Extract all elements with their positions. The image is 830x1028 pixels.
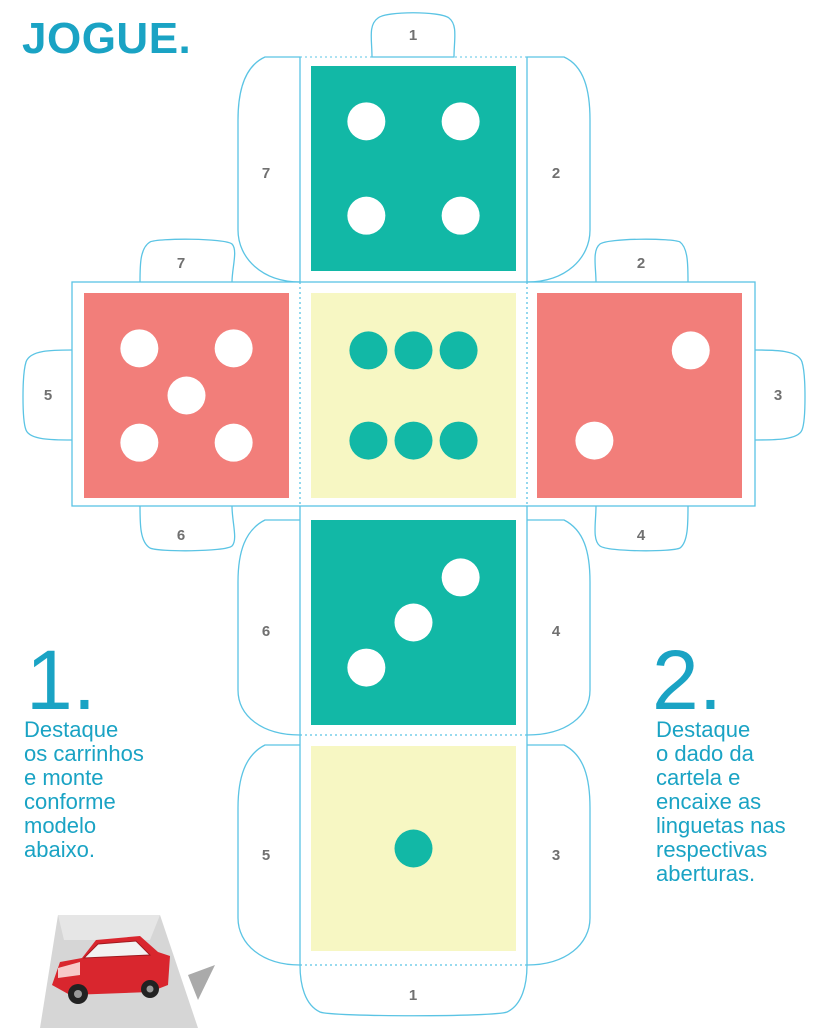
label-left-bottom: 6 bbox=[177, 527, 185, 544]
pip bbox=[347, 102, 386, 141]
pip bbox=[214, 329, 253, 368]
car-stand-fold bbox=[188, 965, 215, 1000]
pip bbox=[439, 421, 478, 460]
tab-left-side bbox=[22, 349, 73, 441]
label-tab-top: 1 bbox=[409, 27, 417, 44]
pip bbox=[575, 421, 614, 460]
pip bbox=[120, 423, 159, 462]
label-face3-right: 4 bbox=[552, 623, 561, 640]
label-left-side: 5 bbox=[44, 387, 52, 404]
tab-right-side bbox=[754, 349, 806, 441]
step-2-line: aberturas. bbox=[656, 861, 756, 886]
step-1-number: 1. bbox=[26, 633, 97, 727]
pip bbox=[214, 423, 253, 462]
tab-right-top bbox=[594, 238, 689, 283]
pip bbox=[394, 829, 433, 868]
flap-face4-left bbox=[237, 744, 301, 966]
flap-face4-right bbox=[526, 744, 591, 966]
page-title: JOGUE. bbox=[22, 14, 192, 63]
pip bbox=[347, 196, 386, 235]
pip bbox=[671, 331, 710, 370]
flap-face1-left bbox=[237, 56, 301, 283]
tab-left-bottom bbox=[139, 505, 236, 552]
pip bbox=[349, 331, 388, 370]
flap-face3-left bbox=[237, 519, 301, 736]
step-1-line: modelo bbox=[24, 813, 97, 838]
label-face3-left: 6 bbox=[262, 623, 270, 640]
step-2-line: encaixe as bbox=[656, 789, 762, 814]
face-center bbox=[311, 293, 516, 498]
pip bbox=[439, 331, 478, 370]
step-2-line: respectivas bbox=[656, 837, 768, 862]
label-right-top: 2 bbox=[637, 255, 645, 272]
tab-bottom bbox=[299, 964, 528, 1017]
pip bbox=[394, 603, 433, 642]
label-tab-bottom: 1 bbox=[409, 987, 417, 1004]
tab-top bbox=[370, 12, 456, 58]
step-2-line: Destaque bbox=[656, 717, 751, 742]
car-model-illustration bbox=[40, 915, 215, 1028]
label-left-top: 7 bbox=[177, 255, 185, 272]
pip bbox=[349, 421, 388, 460]
step-1-line: Destaque bbox=[24, 717, 119, 742]
pip bbox=[441, 558, 480, 597]
pip bbox=[441, 102, 480, 141]
label-face1-right: 2 bbox=[552, 165, 560, 182]
face-top bbox=[311, 66, 516, 271]
label-right-bottom: 4 bbox=[637, 527, 646, 544]
pip bbox=[120, 329, 159, 368]
step-1-instructions: Destaque os carrinhos e monte conforme m… bbox=[24, 718, 194, 862]
pip bbox=[394, 421, 433, 460]
car-icon bbox=[52, 936, 170, 1004]
step-2-line: cartela e bbox=[656, 765, 741, 790]
step-1-line: abaixo. bbox=[24, 837, 95, 862]
face-right bbox=[537, 293, 742, 498]
step-2-line: o dado da bbox=[656, 741, 754, 766]
step-1-line: e monte bbox=[24, 765, 104, 790]
pip bbox=[441, 196, 480, 235]
flap-face1-right bbox=[526, 56, 591, 283]
pip bbox=[394, 331, 433, 370]
label-face4-left: 5 bbox=[262, 847, 270, 864]
step-2-line: linguetas nas bbox=[656, 813, 786, 838]
step-1-line: conforme bbox=[24, 789, 116, 814]
pip bbox=[347, 648, 386, 687]
tab-left-top bbox=[139, 238, 236, 283]
pip bbox=[167, 376, 206, 415]
label-face1-left: 7 bbox=[262, 165, 270, 182]
step-1-line: os carrinhos bbox=[24, 741, 144, 766]
flap-face3-right bbox=[526, 519, 591, 736]
dice-faces bbox=[84, 66, 742, 951]
step-2-instructions: Destaque o dado da cartela e encaixe as … bbox=[656, 718, 826, 886]
step-2-number: 2. bbox=[652, 633, 723, 727]
tab-right-bottom bbox=[594, 505, 689, 552]
label-right-side: 3 bbox=[774, 387, 782, 404]
strip-horizontal bbox=[71, 281, 756, 507]
label-face4-right: 3 bbox=[552, 847, 560, 864]
